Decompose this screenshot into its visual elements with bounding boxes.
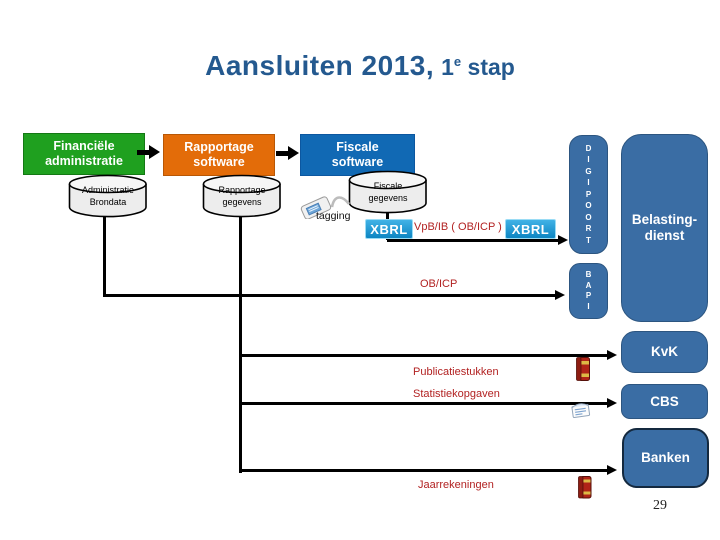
node-banken: Banken [622, 428, 709, 488]
node-financiele-administratie-label: Financiële administratie [45, 139, 123, 168]
node-bapi-label: B A P I [585, 270, 592, 311]
page-title: Aansluiten 2013,1e stap [0, 50, 720, 82]
node-administratie-brondata-label: Administratie Brondata [81, 185, 135, 207]
line-rapportagegegevens-down [239, 216, 242, 473]
node-fiscale-gegevens: Fiscale gegevens [348, 170, 428, 214]
title-step-number: 1 [441, 54, 454, 80]
node-cbs: CBS [621, 384, 708, 419]
newspaper-icon [571, 403, 591, 419]
jaarrekeningen-label: Jaarrekeningen [418, 479, 494, 491]
node-fiscale-gegevens-label: Fiscale gegevens [368, 181, 408, 203]
node-financiele-administratie: Financiële administratie [23, 133, 145, 175]
node-administratie-brondata: Administratie Brondata [68, 174, 148, 218]
node-cbs-label: CBS [650, 393, 679, 409]
statistiekopgaven-label: Statistiekopgaven [413, 388, 500, 400]
xbrl-badge-2: XBRL [505, 219, 556, 239]
tagging-device-icon [300, 196, 350, 219]
xbrl-badge-2-label: XBRL [511, 221, 550, 237]
node-digipoort: D I G I P O O R T [569, 135, 608, 254]
node-rapportage-software: Rapportage software [163, 134, 275, 176]
arrow-finadmin-to-rapportage [137, 145, 160, 159]
arrow-xbrl-to-digipoort [387, 235, 568, 245]
title-step-rest: stap [461, 54, 515, 80]
page-number: 29 [653, 498, 667, 513]
arrow-publicatiestukken-to-kvk [240, 350, 617, 360]
xbrl-badge-1: XBRL [365, 219, 413, 239]
node-kvk: KvK [621, 331, 708, 373]
red-book-icon [576, 357, 590, 381]
node-kvk-label: KvK [650, 344, 678, 359]
tagging-label: tagging [316, 210, 351, 222]
node-rapportage-software-label: Rapportage software [184, 140, 254, 169]
xbrl-badge-1-label: XBRL [370, 221, 408, 237]
title-step-superscript: e [453, 54, 462, 69]
publicatiestukken-label: Publicatiestukken [413, 366, 499, 378]
database-cylinder-icon [68, 174, 147, 218]
node-rapportage-gegevens: Rapportage gegevens [202, 174, 282, 218]
arrow-jaarrekeningen-to-banken [240, 465, 617, 475]
node-belastingdienst-label: Belasting- dienst [631, 212, 698, 243]
database-cylinder-icon [348, 170, 427, 214]
title-main: Aansluiten 2013, [205, 50, 435, 81]
arrow-obicp-to-bapi [103, 290, 565, 300]
node-digipoort-label: D I G I P O O R T [585, 143, 592, 245]
node-banken-label: Banken [641, 450, 690, 465]
node-belastingdienst: Belasting- dienst [621, 134, 708, 322]
red-book-icon [578, 476, 592, 499]
node-fiscale-software: Fiscale software [300, 134, 415, 176]
arrow-rapportage-to-fiscale [276, 146, 299, 160]
database-cylinder-icon [202, 174, 281, 218]
vpb-ib-label: VpB/IB ( OB/ICP ) [414, 221, 502, 233]
node-fiscale-software-label: Fiscale software [331, 140, 384, 169]
line-brondata-down [103, 216, 106, 297]
node-rapportage-gegevens-label: Rapportage gegevens [218, 185, 266, 207]
arrow-statistiekopgaven-to-cbs [240, 398, 617, 408]
node-bapi: B A P I [569, 263, 608, 319]
ob-icp-label: OB/ICP [420, 278, 458, 290]
